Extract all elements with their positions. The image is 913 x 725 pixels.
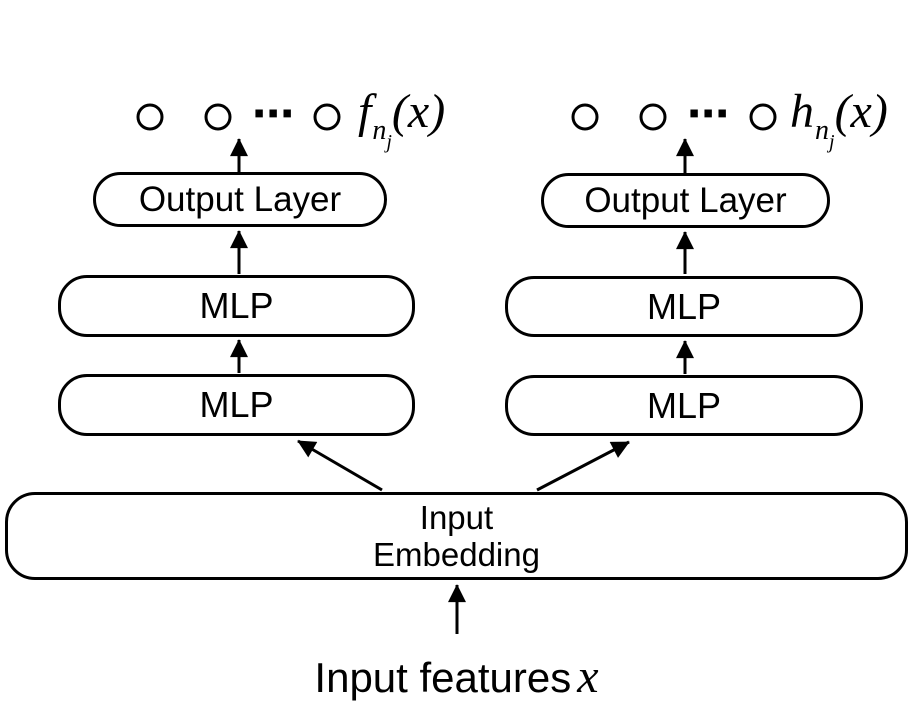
- output-layer-label-right: Output Layer: [584, 180, 787, 220]
- mlp-lower-box-right: MLP: [505, 375, 863, 436]
- arrow-embedding-to-mlp-right: [536, 440, 630, 492]
- math-sub-n-right: nj: [815, 115, 835, 153]
- arrow-embedding-to-mlp-left: [297, 439, 383, 492]
- input-embedding-line2: Embedding: [373, 536, 540, 573]
- input-embedding-box: Input Embedding: [5, 492, 908, 580]
- mlp-lower-box-left: MLP: [58, 374, 415, 436]
- input-embedding-label: Input Embedding: [373, 499, 540, 573]
- mlp-lower-label-left: MLP: [199, 384, 274, 425]
- mlp-lower-label-right: MLP: [646, 384, 722, 426]
- mlp-upper-label-right: MLP: [646, 285, 722, 327]
- output-node-circle-left-1: [136, 103, 164, 131]
- math-subsub-j-right: j: [829, 131, 835, 153]
- math-sub-n-right-char: n: [815, 115, 829, 146]
- ellipsis-right: ⋯: [687, 89, 729, 138]
- mlp-upper-box-left: MLP: [58, 275, 415, 337]
- ellipsis-left: ⋯: [252, 89, 294, 138]
- output-layer-box-right: Output Layer: [541, 173, 830, 228]
- output-node-circle-left-3: [313, 103, 341, 131]
- math-sub-n: nj: [372, 115, 392, 153]
- math-func-f: f: [358, 85, 372, 138]
- output-node-circle-right-3: [749, 103, 777, 131]
- input-embedding-line1: Input: [419, 499, 494, 536]
- math-label-h: hnj(x): [790, 82, 888, 153]
- math-sub-n-char: n: [372, 115, 387, 146]
- math-func-h: h: [790, 85, 814, 138]
- math-label-f: fnj(x): [358, 82, 446, 153]
- caption-math-x: x: [577, 650, 599, 703]
- caption-text: Input features: [314, 654, 572, 701]
- output-node-circle-left-2: [204, 103, 232, 131]
- output-layer-box-left: Output Layer: [93, 172, 387, 227]
- math-args-left: (x): [391, 85, 446, 138]
- output-layer-label-left: Output Layer: [138, 179, 342, 219]
- math-args-right: (x): [834, 85, 888, 138]
- output-node-circle-right-1: [571, 103, 599, 131]
- math-subsub-j: j: [386, 131, 392, 153]
- mlp-upper-box-right: MLP: [505, 276, 863, 337]
- mlp-upper-label-left: MLP: [199, 285, 274, 326]
- output-node-circle-right-2: [639, 103, 667, 131]
